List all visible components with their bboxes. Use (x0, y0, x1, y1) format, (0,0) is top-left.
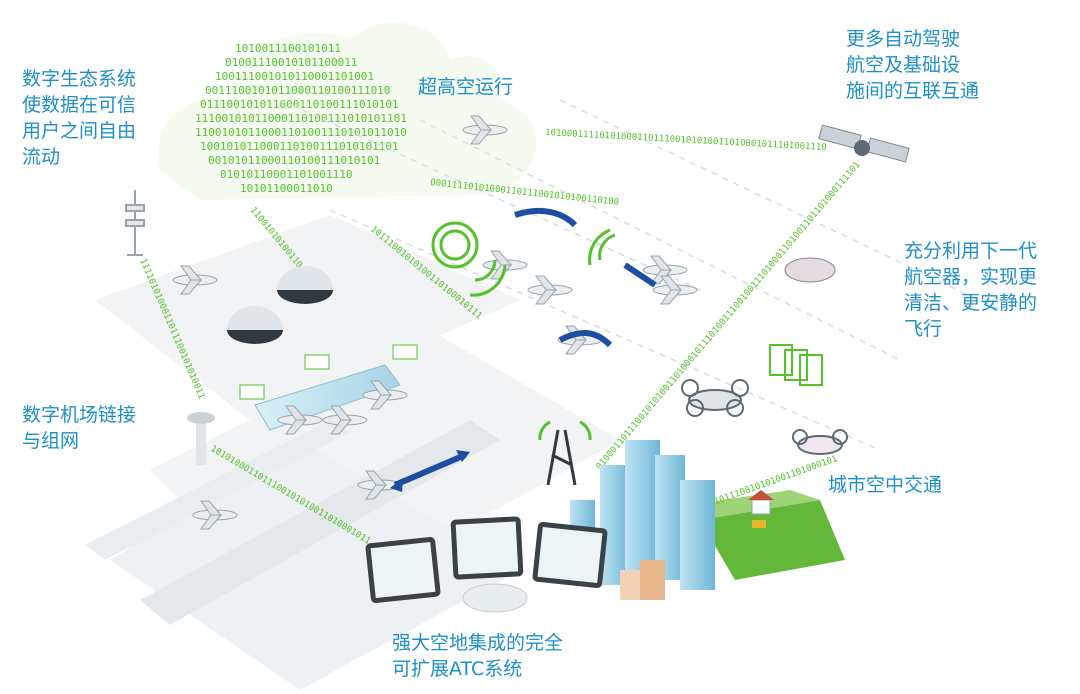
air-taxi-icon (784, 257, 836, 283)
signal-rings (431, 221, 616, 441)
guide-lines (279, 99, 1001, 451)
tablet-icon (365, 516, 608, 613)
label-atc-system: 强大空地集成的完全 可扩展ATC系统 (392, 632, 564, 680)
runway-main (140, 420, 500, 625)
cloud-binary-row: 10101100011010 (240, 182, 333, 195)
radar-dome-icon (227, 266, 333, 344)
airplane-icon (462, 115, 508, 145)
drone-icon (681, 379, 848, 455)
binary-cloud: 1010011100101011010011100101011000111001… (158, 22, 537, 200)
runway-secondary (85, 420, 350, 560)
label-urban-air: 城市空中交通 (828, 474, 943, 496)
control-tower-icon (187, 412, 215, 465)
satellite-icon (818, 124, 910, 163)
cloud-binary-row: 100111001010110001101001 (215, 70, 374, 83)
cloud-binary-row: 1010011100101011 (235, 42, 341, 55)
binary-link-text: 1111010100011011100101010011010001011101… (0, 0, 206, 401)
label-digital-ecosystem: 数字生态系统 使数据在可信 用户之间自由 流动 (22, 68, 137, 168)
radio-mast-icon (546, 429, 577, 486)
cloud-binary-row: 01001110010101100011 (225, 56, 357, 69)
label-autonomy: 更多自动驾驶 航空及基础设 施间的互联互通 (846, 28, 980, 102)
airplane-icon (172, 265, 218, 295)
airplane-icon (277, 405, 323, 435)
house-icon (748, 490, 774, 528)
cloud-binary-row: 100101011000110100111010101101 (200, 140, 399, 153)
airplane-icon (322, 405, 368, 435)
label-next-gen-aircraft: 充分利用下一代 航空器，实现更 清洁、更安静的 飞行 (904, 240, 1038, 340)
movement-arrows (393, 207, 657, 488)
airplane-icon (527, 275, 573, 305)
cloud-binary-row: 00101011000110100111010101 (208, 154, 380, 167)
airplane-icon (192, 500, 238, 530)
airplane-icon (642, 255, 688, 285)
arrow-heads (390, 450, 470, 492)
ground-planes (85, 215, 845, 690)
flight-corridor-frames (769, 344, 823, 386)
cloud-binary-row: 01010110001101001110 (220, 168, 352, 181)
cloud-binary-row: 11001010110001101001110101011010 (195, 126, 407, 139)
radio-tower-icon (125, 190, 145, 256)
airplanes (172, 115, 698, 530)
airplane-icon (652, 275, 698, 305)
label-digital-airport: 数字机场链接 与组网 (22, 404, 137, 452)
cloud-binary-row: 11100101011000110100111010101101 (195, 112, 407, 125)
label-high-altitude: 超高空运行 (418, 76, 514, 98)
airplane-icon (362, 380, 408, 410)
green-field (700, 500, 845, 580)
cloud-binary-row: 0011100101011000110100111010 (205, 84, 390, 97)
cloud-binary-row: 011100101011000110100111010101 (200, 98, 399, 111)
